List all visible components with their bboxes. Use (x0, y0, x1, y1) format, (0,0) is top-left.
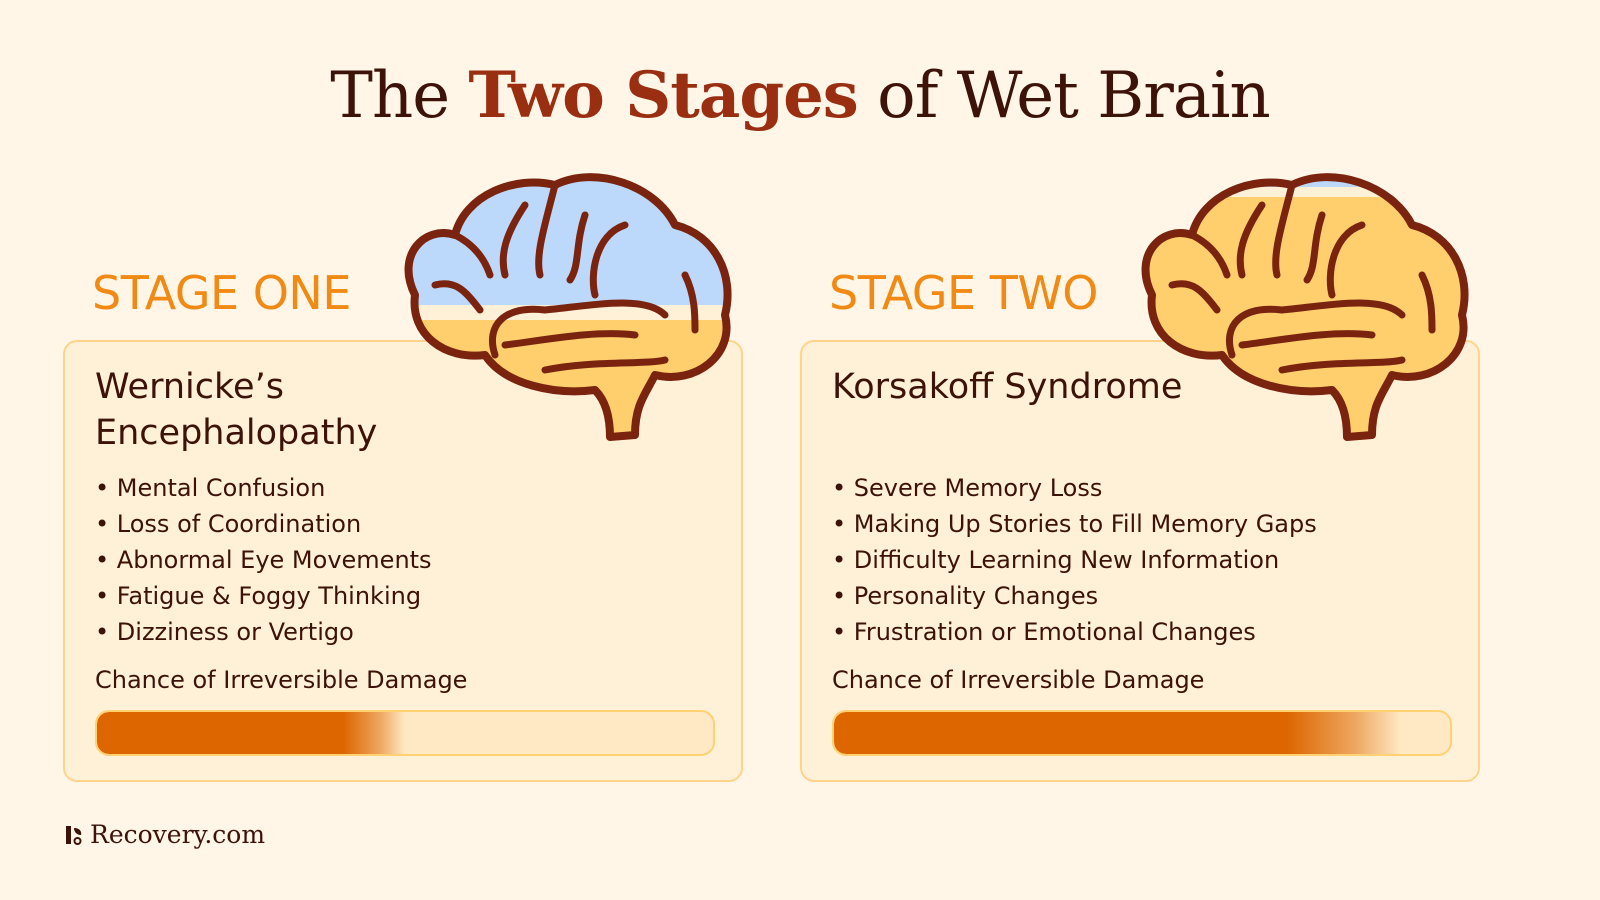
stage-one-label: STAGE ONE (92, 266, 351, 320)
logo-text: Recovery.com (90, 820, 266, 849)
title-accent: Two Stages (468, 58, 858, 133)
symptom-item: Dizziness or Vertigo (95, 614, 432, 650)
damage-progress-fill (97, 712, 405, 754)
symptom-item: Abnormal Eye Movements (95, 542, 432, 578)
recovery-logo: Recovery.com (64, 820, 265, 849)
stage-one-name: Wernicke’s Encephalopathy (95, 367, 378, 453)
brain-icon-half-filled (404, 173, 732, 441)
symptom-item: Difficulty Learning New Information (832, 542, 1317, 578)
damage-label: Chance of Irreversible Damage (832, 666, 1205, 694)
stage-two-name: Korsakoff Syndrome (832, 367, 1183, 407)
brain-icon-mostly-filled (1141, 173, 1469, 441)
leaf-logo-icon (66, 825, 82, 845)
symptom-item: Severe Memory Loss (832, 470, 1317, 506)
damage-label: Chance of Irreversible Damage (95, 666, 468, 694)
symptom-item: Fatigue & Foggy Thinking (95, 578, 432, 614)
stage-two-symptoms: Severe Memory Loss Making Up Stories to … (832, 470, 1317, 650)
damage-progress-fill (834, 712, 1401, 754)
damage-progress-bar (95, 710, 715, 756)
symptom-item: Making Up Stories to Fill Memory Gaps (832, 506, 1317, 542)
symptom-item: Mental Confusion (95, 470, 432, 506)
symptom-item: Loss of Coordination (95, 506, 432, 542)
page-title: The Two Stages of Wet Brain (330, 58, 1270, 133)
stage-two-label: STAGE TWO (829, 266, 1099, 320)
stage-one-symptoms: Mental Confusion Loss of Coordination Ab… (95, 470, 432, 650)
symptom-item: Personality Changes (832, 578, 1317, 614)
symptom-item: Frustration or Emotional Changes (832, 614, 1317, 650)
damage-progress-bar (832, 710, 1452, 756)
